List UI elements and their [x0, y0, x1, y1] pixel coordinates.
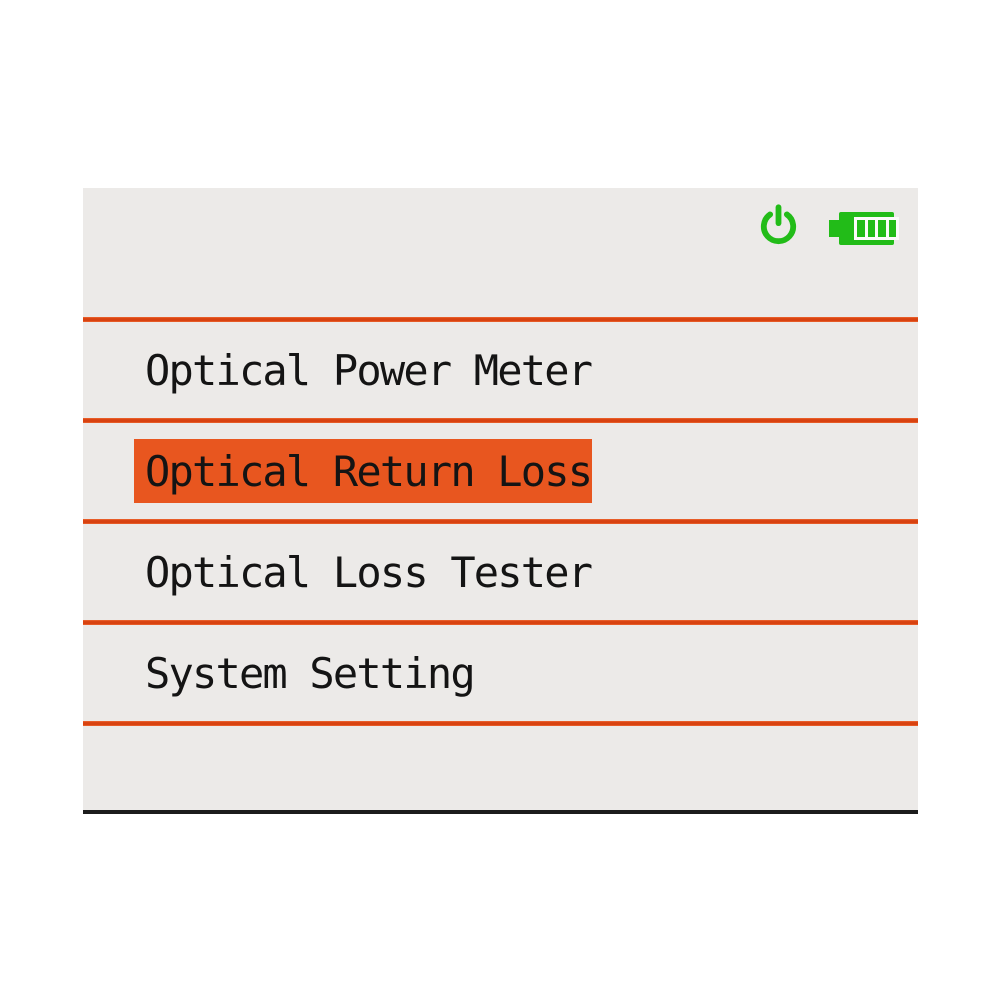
menu-item-label: Optical Power Meter — [145, 345, 593, 395]
bottom-spacer — [83, 726, 918, 810]
status-bar — [83, 188, 918, 317]
battery-bar — [857, 220, 865, 237]
battery-nub — [829, 220, 840, 237]
menu-item-label: Optical Return Loss — [145, 446, 593, 496]
battery-bar — [867, 220, 875, 237]
divider — [83, 418, 918, 423]
menu-item-optical-loss-tester[interactable]: Optical Loss Tester — [83, 524, 918, 620]
divider — [83, 620, 918, 625]
menu-item-optical-return-loss[interactable]: Optical Return Loss — [83, 423, 918, 519]
power-icon — [760, 204, 797, 245]
battery-icon — [829, 212, 899, 245]
battery-bar — [878, 220, 886, 237]
selected-item-highlight: Optical Return Loss — [134, 439, 593, 503]
device-screen: Optical Power Meter Optical Return Loss … — [83, 188, 918, 814]
divider — [83, 721, 918, 726]
battery-body — [839, 212, 899, 245]
battery-inner — [854, 217, 899, 240]
menu-item-label: Optical Loss Tester — [145, 547, 593, 597]
menu-item-system-setting[interactable]: System Setting — [83, 625, 918, 721]
battery-bar — [888, 220, 896, 237]
divider — [83, 519, 918, 524]
divider — [83, 317, 918, 322]
menu-item-optical-power-meter[interactable]: Optical Power Meter — [83, 322, 918, 418]
menu-item-label: System Setting — [145, 648, 476, 698]
